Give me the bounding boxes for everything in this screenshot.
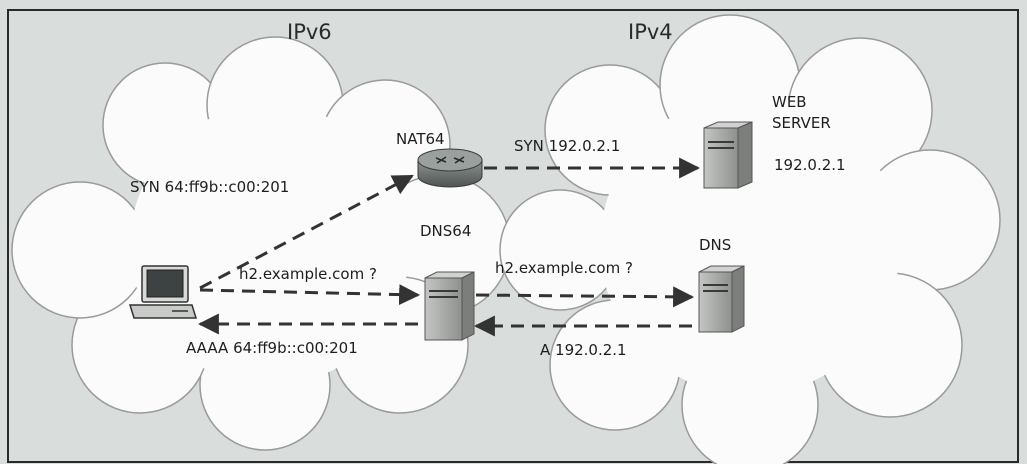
- dns-label: DNS: [699, 236, 732, 254]
- web-server-icon: [703, 121, 753, 189]
- query-dns64-dns-label: h2.example.com ?: [495, 259, 633, 277]
- syn-ipv6-label: SYN 64:ff9b::c00:201: [130, 178, 290, 196]
- web-server-label-line2: SERVER: [772, 114, 831, 132]
- query-host-dns64-label: h2.example.com ?: [239, 265, 377, 283]
- response-a-label: A 192.0.2.1: [540, 341, 627, 359]
- host-computer-icon: [128, 265, 198, 319]
- ipv4-region-label: IPv4: [628, 20, 673, 44]
- message-arrows: [197, 157, 701, 337]
- ipv6-region-label: IPv6: [287, 20, 332, 44]
- diagram-frame: [7, 9, 1019, 463]
- web-server-ip-label: 192.0.2.1: [774, 156, 846, 174]
- ipv4-cloud: [499, 14, 1001, 464]
- dns64-label: DNS64: [420, 222, 472, 240]
- nat64-router-icon: [417, 148, 483, 188]
- query-host-dns64-arrow: [199, 284, 421, 306]
- query-dns64-dns-arrow: [475, 286, 695, 308]
- dns64-server-icon: [424, 271, 475, 341]
- response-aaaa-label: AAAA 64:ff9b::c00:201: [186, 339, 358, 357]
- ipv6-cloud: [11, 36, 511, 451]
- web-server-label-line1: WEB: [772, 93, 807, 111]
- dns-server-icon: [698, 265, 745, 333]
- syn-ipv4-label: SYN 192.0.2.1: [514, 137, 621, 155]
- syn-ipv6-arrow: [199, 174, 414, 290]
- nat64-label: NAT64: [396, 130, 445, 148]
